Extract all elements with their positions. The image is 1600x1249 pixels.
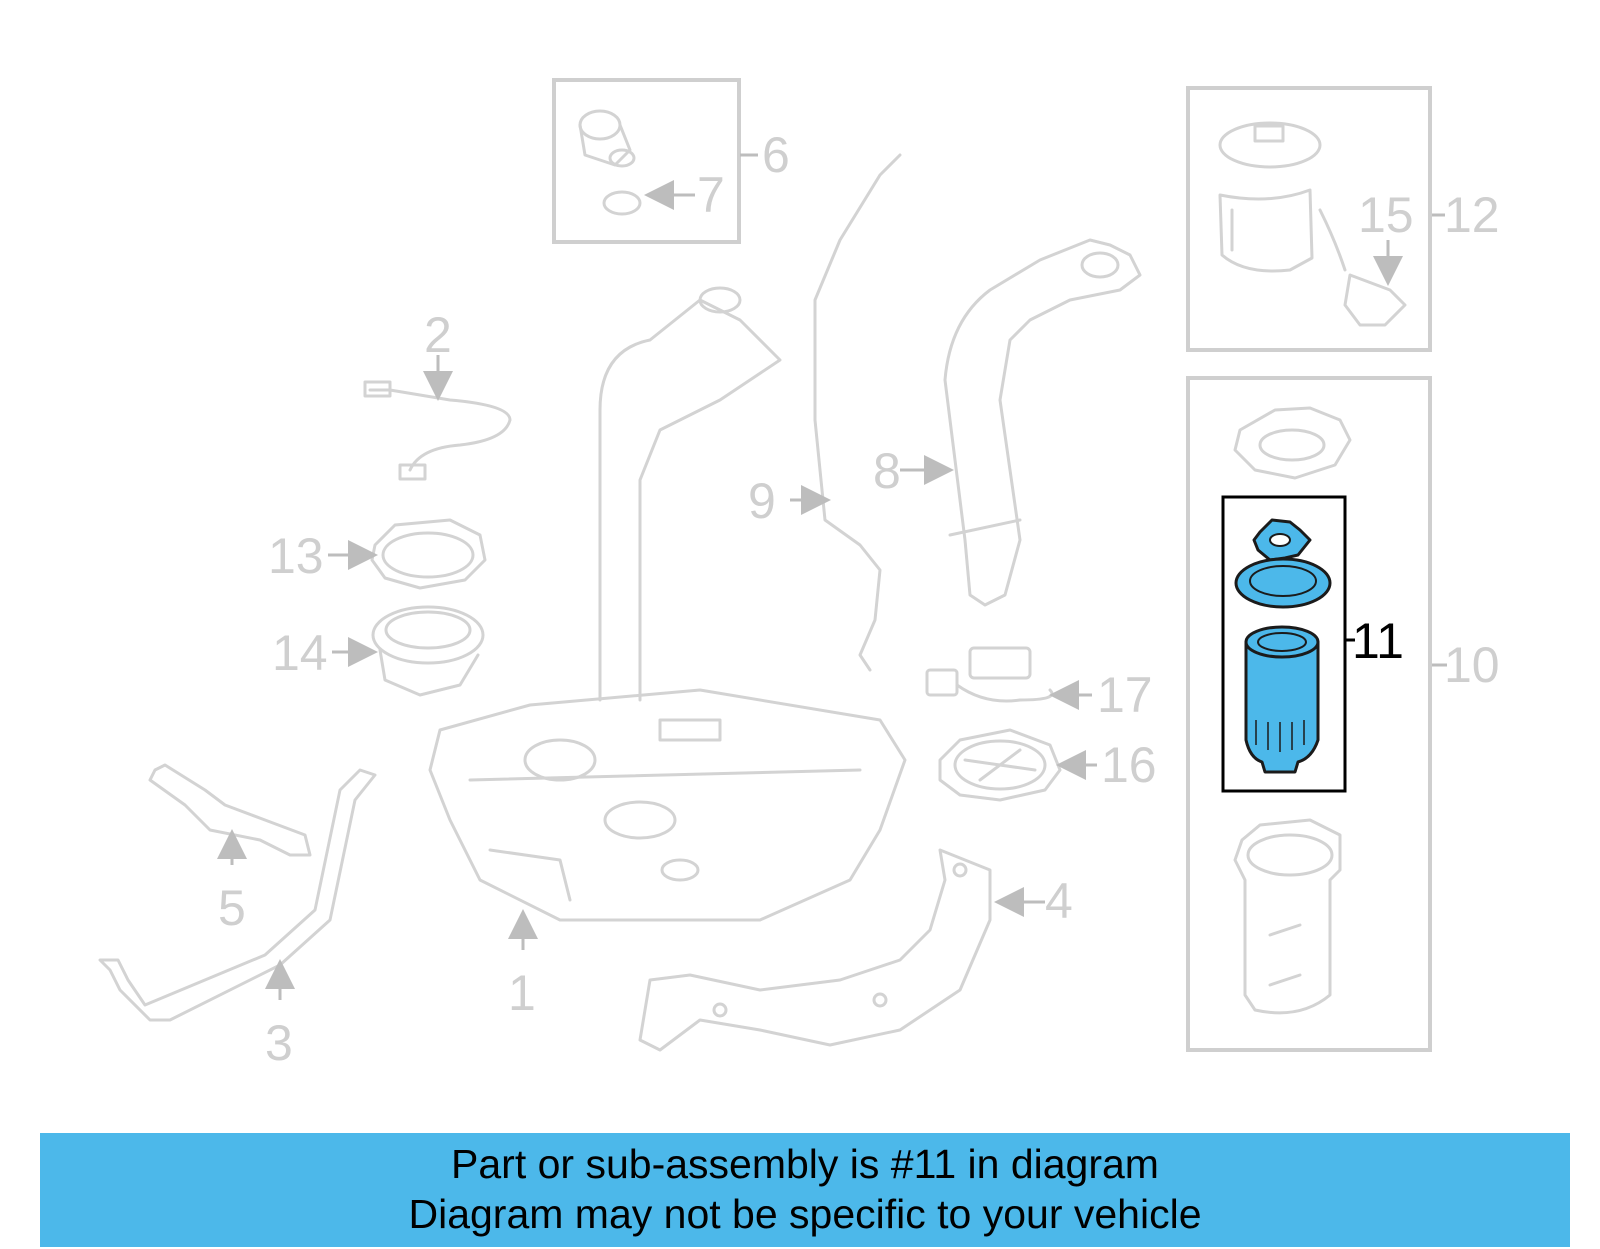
callout-label-8: 8 bbox=[873, 443, 901, 499]
callout-label-16: 16 bbox=[1101, 737, 1157, 793]
callout-4: 4 bbox=[994, 873, 1073, 929]
callout-10: 10 bbox=[1432, 637, 1500, 693]
callout-15: 15 bbox=[1358, 187, 1414, 286]
callout-5: 5 bbox=[217, 829, 247, 936]
part-13-lock-ring[interactable] bbox=[370, 518, 487, 590]
info-banner: Part or sub-assembly is #11 in diagram D… bbox=[40, 1133, 1570, 1247]
callout-16: 16 bbox=[1056, 737, 1157, 793]
part-10-top-flange[interactable] bbox=[1233, 406, 1352, 480]
group-box-10 bbox=[1186, 376, 1432, 1052]
callout-2: 2 bbox=[423, 307, 453, 401]
part-12-pump-module[interactable] bbox=[1218, 121, 1322, 273]
part-17-sensor[interactable] bbox=[925, 646, 1054, 703]
part-3-strap[interactable] bbox=[98, 768, 377, 1022]
callout-label-14: 14 bbox=[272, 625, 328, 681]
callout-label-5: 5 bbox=[218, 880, 246, 936]
part-11-fuel-filter[interactable] bbox=[1234, 518, 1332, 774]
part-9-vent-line[interactable] bbox=[813, 153, 902, 672]
callout-3: 3 bbox=[265, 959, 295, 1071]
callout-6: 6 bbox=[740, 127, 790, 183]
callout-14: 14 bbox=[272, 625, 378, 681]
callout-label-4: 4 bbox=[1045, 873, 1073, 929]
callout-label-13: 13 bbox=[268, 528, 324, 584]
part-2-wiring-harness[interactable] bbox=[363, 380, 512, 481]
callout-label-12: 12 bbox=[1444, 187, 1500, 243]
callout-17: 17 bbox=[1049, 667, 1153, 723]
group-box-6 bbox=[552, 78, 741, 244]
group-box-12 bbox=[1186, 86, 1432, 352]
part-14-seal[interactable] bbox=[371, 605, 485, 697]
part-1-fuel-tank[interactable] bbox=[428, 286, 907, 922]
callout-label-10: 10 bbox=[1444, 637, 1500, 693]
callout-label-15: 15 bbox=[1358, 187, 1414, 243]
callout-12: 12 bbox=[1432, 187, 1500, 243]
part-5-bracket[interactable] bbox=[148, 763, 312, 857]
callout-label-3: 3 bbox=[265, 1015, 293, 1071]
callout-1: 1 bbox=[508, 909, 538, 1021]
highlight-box-11 bbox=[1221, 495, 1347, 793]
callout-label-1: 1 bbox=[508, 965, 536, 1021]
part-10-pump-housing[interactable] bbox=[1233, 818, 1342, 1015]
parts-diagram: 1 2 3 4 5 bbox=[98, 78, 1500, 1071]
callout-9: 9 bbox=[748, 473, 831, 529]
callout-label-2: 2 bbox=[424, 307, 452, 363]
banner-line-1: Part or sub-assembly is #11 in diagram bbox=[451, 1141, 1159, 1187]
callout-11: 11 bbox=[1346, 613, 1404, 669]
part-15-sensor[interactable] bbox=[1318, 208, 1407, 327]
callout-7: 7 bbox=[644, 167, 725, 223]
part-4-heat-shield[interactable] bbox=[638, 848, 992, 1052]
banner-line-2: Diagram may not be specific to your vehi… bbox=[408, 1191, 1202, 1237]
callout-label-9: 9 bbox=[748, 473, 776, 529]
part-7-filler-cap[interactable] bbox=[578, 109, 642, 216]
part-16-flange[interactable] bbox=[938, 728, 1062, 802]
callout-label-7: 7 bbox=[697, 167, 725, 223]
part-8-filler-pipe[interactable] bbox=[943, 238, 1142, 607]
callout-8: 8 bbox=[873, 443, 954, 499]
callout-13: 13 bbox=[268, 528, 378, 584]
callout-label-6: 6 bbox=[762, 127, 790, 183]
callout-label-17: 17 bbox=[1097, 667, 1153, 723]
callout-label-11: 11 bbox=[1352, 613, 1404, 669]
